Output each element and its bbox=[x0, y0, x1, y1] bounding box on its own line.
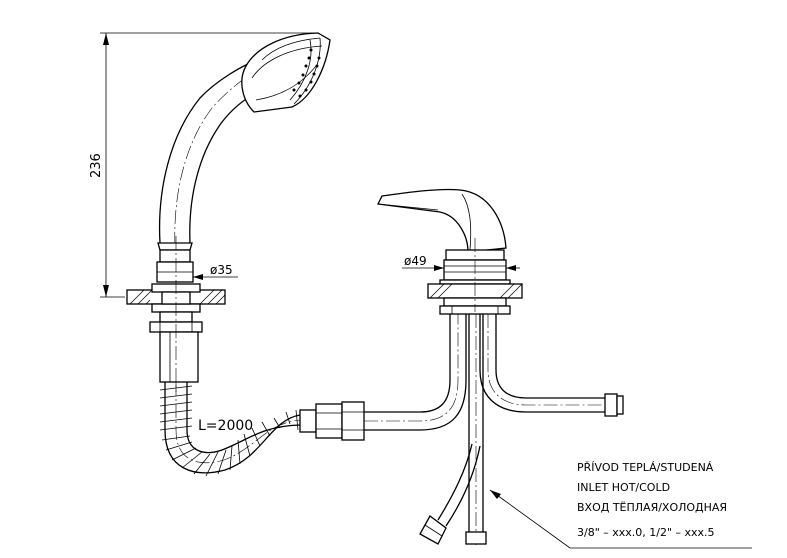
hose-coils bbox=[159, 385, 299, 477]
inlet-leader bbox=[489, 489, 752, 549]
shower-deck-mount bbox=[126, 236, 226, 392]
shower-head bbox=[241, 32, 331, 113]
mixer-diameter-label: ø49 bbox=[404, 254, 427, 268]
mixer bbox=[377, 188, 523, 315]
hand-shower bbox=[156, 32, 331, 283]
mixer-pipes bbox=[364, 314, 624, 545]
spray-nozzles bbox=[292, 48, 321, 98]
height-dimension: 236 bbox=[89, 32, 318, 298]
height-label: 236 bbox=[89, 153, 104, 178]
inlet-note: PŘÍVOD TEPLÁ/STUDENÁ INLET HOT/COLD ВХОД… bbox=[577, 461, 727, 539]
shower-diameter-label: ø35 bbox=[210, 263, 233, 277]
hose-length-label: L=2000 bbox=[198, 418, 253, 434]
inlet-note-line1: PŘÍVOD TEPLÁ/STUDENÁ bbox=[577, 461, 714, 474]
inlet-note-line3: ВХОД ТЁПЛАЯ/ХОЛОДНАЯ bbox=[577, 501, 727, 514]
inlet-note-line4: 3/8" – xxx.0, 1/2" – xxx.5 bbox=[577, 526, 715, 539]
shower-hose: L=2000 bbox=[159, 382, 365, 477]
inlet-note-line2: INLET HOT/COLD bbox=[577, 481, 670, 494]
shower-diameter-dimension: ø35 bbox=[193, 263, 238, 280]
mixer-diameter-dimension: ø49 bbox=[402, 254, 520, 271]
